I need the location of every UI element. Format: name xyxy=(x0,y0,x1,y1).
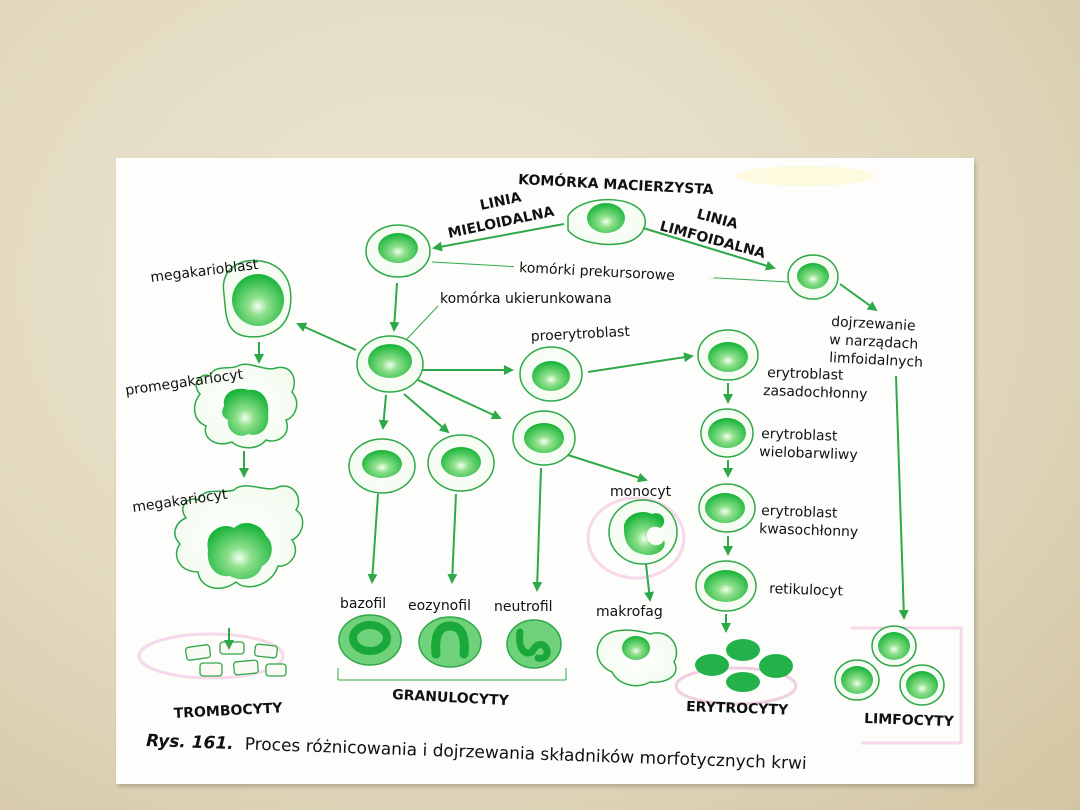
lymphoid-precursor-cell xyxy=(787,254,839,300)
lymphoid-maturation-label-1: dojrzewanie xyxy=(831,314,916,334)
megakaryoblast-cell xyxy=(222,259,292,338)
polychromatic-erythroblast-label-2: wielobarwliwy xyxy=(759,444,858,463)
polychromatic-erythroblast-cell xyxy=(700,408,754,458)
proerythroblast-label: proerytroblast xyxy=(530,324,630,345)
macrophage-label: makrofag xyxy=(596,604,663,620)
erythrocytes-cluster xyxy=(695,639,793,692)
monocyte-cell xyxy=(608,499,678,565)
basophil-label: bazofil xyxy=(340,596,386,612)
thrombocytes-label: TROMBOCYTY xyxy=(173,700,283,722)
myeloid-line-label-1: LINIA xyxy=(479,190,523,214)
eosinophil-cell xyxy=(418,616,482,668)
lymphoid-maturation-label-3: limfoidalnych xyxy=(829,350,924,371)
basophilic-erythroblast-label-1: erytroblast xyxy=(767,365,844,384)
megakaryocyte-cell xyxy=(174,485,304,590)
macrophage-cell xyxy=(596,629,678,687)
basophil-cell xyxy=(338,614,402,666)
promegakaryocyte-cell xyxy=(193,363,298,449)
orthochromatic-erythroblast-label-2: kwasochłonny xyxy=(759,521,859,540)
eosinophil-precursor-cell xyxy=(427,434,495,492)
proerythroblast-cell xyxy=(519,346,583,402)
reticulocyte-cell xyxy=(695,560,757,612)
monocyte-label: monocyt xyxy=(610,484,672,500)
basophil-precursor-cell xyxy=(348,438,416,494)
stem-cell xyxy=(567,198,647,246)
committed-cell xyxy=(356,335,424,393)
lymphoid-maturation-label-2: w narządach xyxy=(829,332,919,353)
neutrophil-precursor-cell xyxy=(512,410,576,466)
polychromatic-erythroblast-label-1: erytroblast xyxy=(761,426,838,445)
slide-panel: KOMÓRKA MACIERZYSTA LINIA MIELOIDALNA LI… xyxy=(116,158,974,784)
hematopoiesis-diagram: KOMÓRKA MACIERZYSTA LINIA MIELOIDALNA LI… xyxy=(124,166,963,774)
eosinophil-label: eozynofil xyxy=(408,598,471,614)
lymphocytes-label: LIMFOCYTY xyxy=(864,711,955,730)
lymphocytes-cluster xyxy=(834,625,945,706)
myeloid-precursor-cell xyxy=(365,224,431,278)
decorative-smears xyxy=(137,166,963,745)
caption-text: Proces różnicowania i dojrzewania składn… xyxy=(244,734,807,774)
basophilic-erythroblast-cell xyxy=(697,329,759,381)
figure-caption: Rys. 161. Proces różnicowania i dojrzewa… xyxy=(146,731,807,774)
arrows xyxy=(224,223,909,681)
basophilic-erythroblast-label-2: zasadochłonny xyxy=(763,383,868,403)
neutrophil-label: neutrofil xyxy=(494,599,553,615)
erythrocytes-label: ERYTROCYTY xyxy=(686,699,789,719)
neutrophil-cell xyxy=(506,619,562,669)
stem-cell-label: KOMÓRKA MACIERZYSTA xyxy=(518,170,714,198)
labels: KOMÓRKA MACIERZYSTA LINIA MIELOIDALNA LI… xyxy=(124,170,955,730)
orthochromatic-erythroblast-cell xyxy=(698,483,756,533)
caption-number: Rys. 161. xyxy=(146,731,234,754)
thrombocytes-cluster xyxy=(185,641,287,677)
committed-cell-label: komórka ukierunkowana xyxy=(440,291,612,307)
reticulocyte-label: retikulocyt xyxy=(769,581,844,600)
svg-text:Rys. 161. Proces różnico: Rys. 161. Proces różnicowania i dojrzewa… xyxy=(146,731,807,774)
orthochromatic-erythroblast-label-1: erytroblast xyxy=(761,503,838,522)
granulocytes-label: GRANULOCYTY xyxy=(392,687,510,709)
